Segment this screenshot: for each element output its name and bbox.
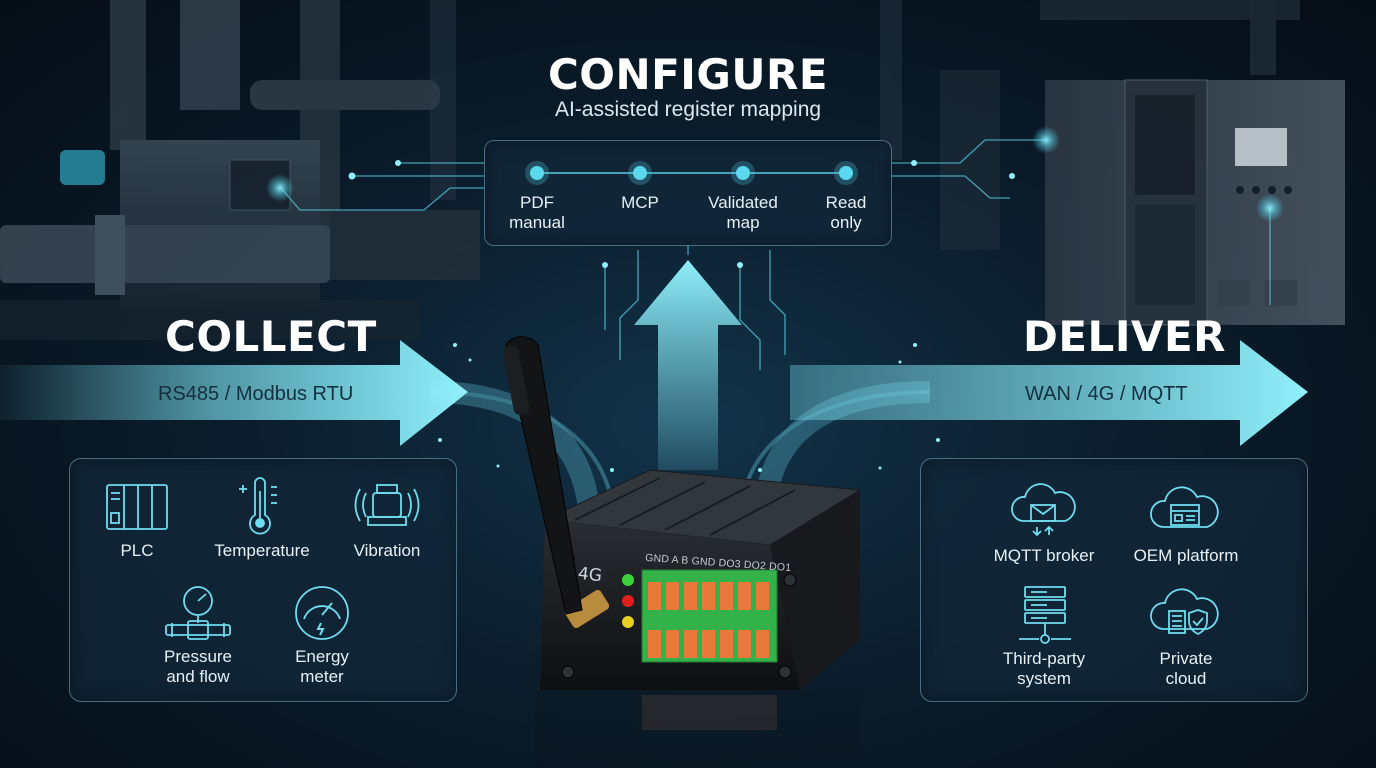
collect-arrow bbox=[0, 340, 468, 446]
pressure-gauge-icon bbox=[165, 586, 231, 640]
target-private-cloud-label: Private cloud bbox=[1159, 649, 1213, 688]
step-read-only: Read only bbox=[825, 193, 867, 232]
configure-arrow bbox=[634, 260, 742, 470]
configure-subtitle: AI-assisted register mapping bbox=[554, 98, 822, 121]
deliver-title: DELIVER bbox=[1023, 312, 1226, 361]
network-led bbox=[622, 616, 634, 628]
vibration-sensor-icon bbox=[354, 484, 420, 526]
power-led bbox=[622, 574, 634, 586]
device-pressure-flow-label: Pressure and flow bbox=[163, 647, 233, 686]
device-energy-meter-label: Energy meter bbox=[295, 647, 349, 686]
configure-steps-line bbox=[525, 161, 858, 185]
background-pipes bbox=[430, 0, 1300, 250]
step-mcp: MCP bbox=[621, 193, 659, 212]
cloud-shield-icon bbox=[1150, 588, 1219, 636]
collect-protocol: RS485 / Modbus RTU bbox=[158, 383, 354, 405]
configure-panel: PDF manual MCP Validated map Read only bbox=[484, 140, 892, 246]
cloud-mail-icon bbox=[1011, 483, 1076, 537]
plc-icon bbox=[106, 484, 168, 530]
control-cabinet bbox=[1045, 79, 1345, 326]
status-led bbox=[622, 595, 634, 607]
step-pdf-manual: PDF manual bbox=[509, 193, 565, 232]
energy-meter-icon bbox=[295, 586, 349, 640]
deliver-arrow bbox=[790, 340, 1308, 446]
gateway-4g-badge: 4G bbox=[577, 563, 603, 587]
gateway-device bbox=[502, 336, 862, 768]
target-mqtt-broker-label: MQTT broker bbox=[993, 546, 1095, 565]
target-oem-platform-label: OEM platform bbox=[1133, 546, 1239, 565]
deliver-panel: MQTT broker OEM platform Third-party sys… bbox=[920, 458, 1308, 702]
server-icon bbox=[1019, 586, 1071, 644]
glow-nodes bbox=[266, 126, 1284, 222]
collect-title: COLLECT bbox=[165, 312, 377, 361]
circuit-traces bbox=[280, 139, 1271, 370]
collect-panel: PLC Temperature Vibration bbox=[69, 458, 457, 702]
device-temperature-label: Temperature bbox=[214, 541, 310, 560]
thermometer-icon bbox=[239, 477, 277, 535]
deliver-protocol: WAN / 4G / MQTT bbox=[1025, 383, 1188, 405]
sparkles bbox=[438, 343, 940, 472]
configure-title: CONFIGURE bbox=[547, 50, 829, 99]
trace-nodes bbox=[348, 160, 1015, 268]
target-third-party-label: Third-party system bbox=[1002, 649, 1086, 688]
left-machinery bbox=[0, 0, 480, 340]
device-plc-label: PLC bbox=[120, 541, 154, 560]
device-vibration-label: Vibration bbox=[353, 541, 421, 560]
cloud-dashboard-icon bbox=[1150, 486, 1219, 528]
step-validated-map: Validated map bbox=[708, 193, 778, 232]
